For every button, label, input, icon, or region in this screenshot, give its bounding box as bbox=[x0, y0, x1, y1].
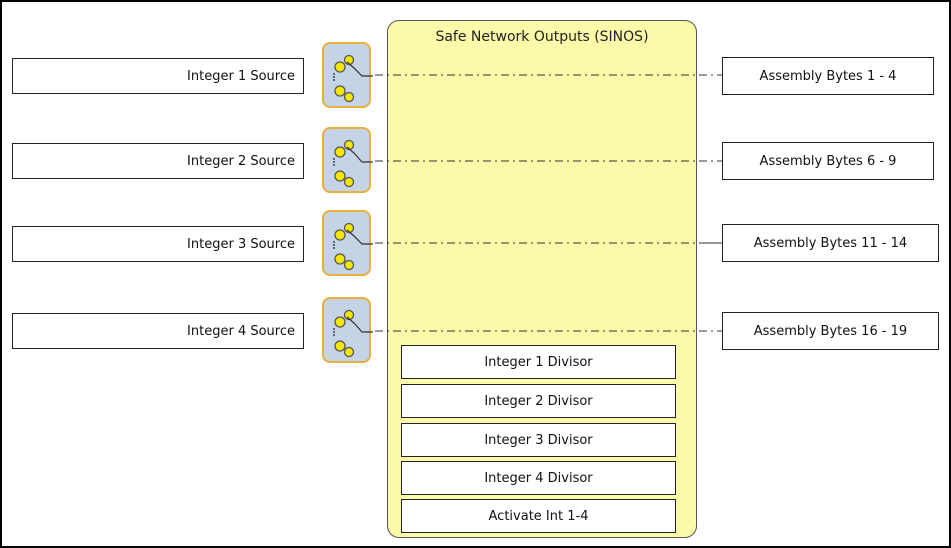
integer-4-source-box: Integer 4 Source bbox=[12, 313, 304, 349]
selector-switch-icon bbox=[322, 42, 373, 108]
assembly-bytes-11-14-box: Assembly Bytes 11 - 14 bbox=[722, 224, 939, 262]
integer-2-divisor-box: Integer 2 Divisor bbox=[401, 384, 676, 418]
activate-int-1-4-box: Activate Int 1-4 bbox=[401, 499, 676, 533]
assembly-bytes-16-19-box: Assembly Bytes 16 - 19 bbox=[722, 312, 939, 350]
assembly-bytes-6-9-box: Assembly Bytes 6 - 9 bbox=[722, 142, 934, 180]
integer-4-divisor-box: Integer 4 Divisor bbox=[401, 461, 676, 495]
selector-switch-icon bbox=[322, 297, 373, 363]
integer-3-divisor-box: Integer 3 Divisor bbox=[401, 423, 676, 457]
integer-1-source-box: Integer 1 Source bbox=[12, 58, 304, 94]
selector-switch-icon bbox=[322, 210, 373, 276]
assembly-bytes-1-4-box: Assembly Bytes 1 - 4 bbox=[722, 57, 934, 95]
integer-2-source-box: Integer 2 Source bbox=[12, 143, 304, 179]
selector-switch-icon bbox=[322, 127, 373, 193]
integer-1-divisor-box: Integer 1 Divisor bbox=[401, 345, 676, 379]
sinos-block-title: Safe Network Outputs (SINOS) bbox=[435, 29, 649, 45]
integer-3-source-box: Integer 3 Source bbox=[12, 226, 304, 262]
